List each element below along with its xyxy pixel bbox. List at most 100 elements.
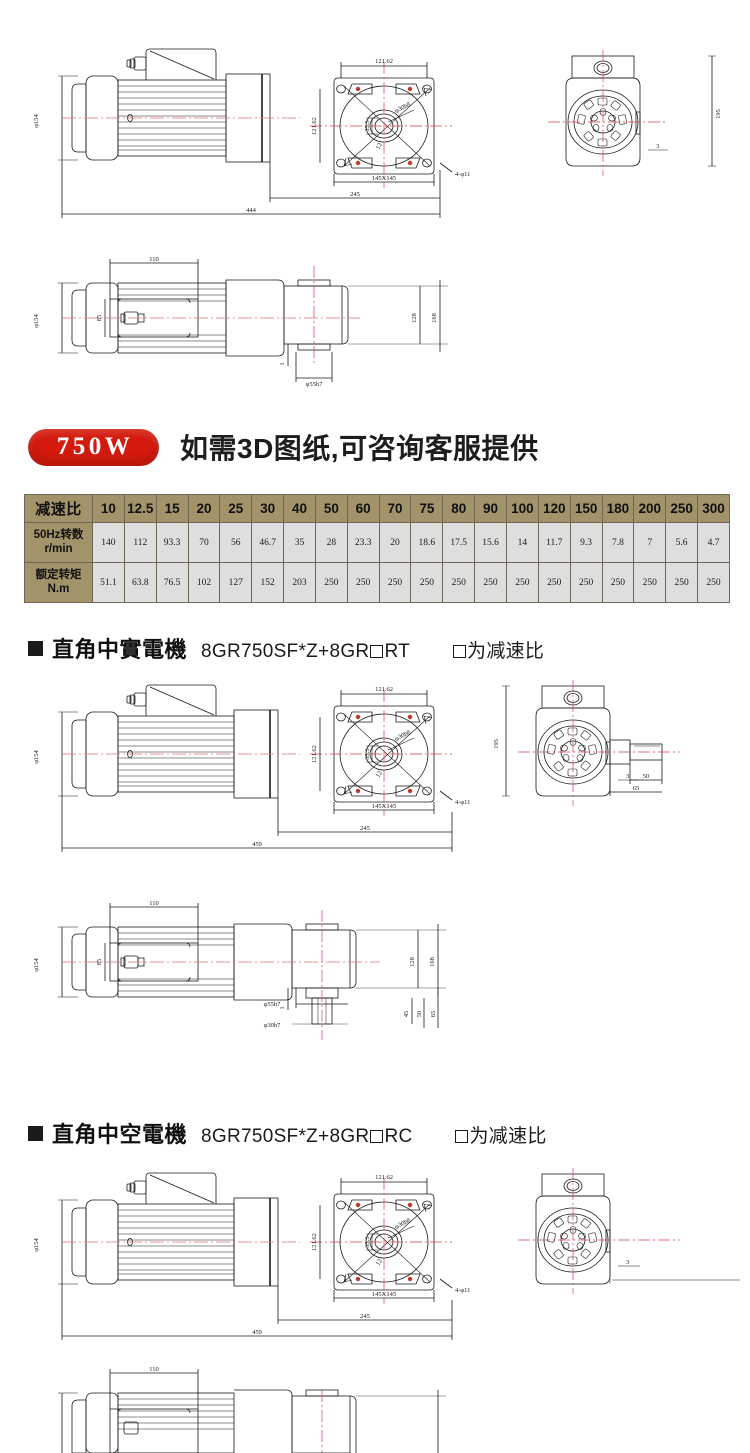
dim-holes-middle: 4-φ11 [455, 799, 470, 806]
col-header-ratio-value: 20 [187, 494, 221, 523]
dim-phi154-middle: φ154 [33, 750, 40, 764]
section-code-solid: 8GR750SF*Z+8GR RT [201, 641, 410, 663]
dim-bolt-span-h-top: 121.62 [375, 58, 393, 65]
dim-flange-square-middle: 145X145 [372, 803, 396, 810]
dim-step-top: 1 [279, 362, 286, 365]
dim-phi30h7-middle: φ30h7 [264, 1022, 282, 1029]
cell-speed: 9.3 [569, 522, 603, 563]
col-header-ratio-value: 90 [474, 494, 507, 523]
dim-459-middle: 459 [252, 841, 262, 848]
dim-phi154-bottomdwg: φ154 [33, 1238, 40, 1252]
dim-thickness-middle: 3 [626, 773, 629, 780]
row-header-torque: 额定转矩 N.m [24, 562, 93, 603]
row-header-speed-line1: 50Hz转数 [33, 528, 84, 541]
hollow-square-note-icon [453, 645, 467, 658]
dim-holes-bottomdwg: 4-φ11 [455, 1287, 470, 1294]
row-header-torque-line1: 额定转矩 [35, 568, 82, 581]
cell-torque: 250 [378, 562, 412, 603]
cell-speed: 14 [505, 522, 539, 563]
cell-torque: 51.1 [92, 562, 125, 603]
cell-torque: 250 [505, 562, 539, 603]
col-header-ratio: 减速比 [24, 494, 93, 523]
section-heading-solid: 直角中實電機 8GR750SF*Z+8GR RT 为减速比 [0, 632, 750, 664]
cell-torque: 250 [346, 562, 380, 603]
dim-245-middle: 245 [360, 825, 370, 832]
dim-65-middle: 65 [430, 1011, 437, 1018]
dim-phi154-top: φ154 [33, 114, 40, 128]
drawing-middle-svg: φ154 459 245 121.62 121.62 145X145 4-φ11… [33, 680, 680, 1040]
drawing-bottom: φ154 459 245 121.62 121.62 145X145 4-φ11… [0, 1160, 750, 1453]
dim-bolt-span-v-middle: 121.62 [311, 745, 318, 763]
dim-195-middle: 195 [493, 739, 500, 749]
dim-bolt-span-v-top: 121.62 [311, 117, 318, 135]
cell-speed: 28 [314, 522, 348, 563]
dim-168-top: 168 [431, 313, 438, 323]
dim-195-top: 195 [715, 109, 722, 119]
col-header-ratio-value: 75 [410, 494, 444, 523]
dim-diag-bottomdwg: 12 [375, 1258, 384, 1267]
dim-holes-top: 4-φ11 [455, 171, 470, 178]
cell-speed: 23.3 [346, 522, 380, 563]
cell-speed: 7.8 [601, 522, 635, 563]
cell-speed: 20 [378, 522, 412, 563]
dim-245-top: 245 [350, 191, 360, 198]
table-header-row: 减速比 10 12.5 15 20 25 30 40 50 60 70 75 8… [24, 494, 730, 523]
dim-110-middle: 110 [149, 900, 159, 907]
cell-speed: 112 [123, 522, 157, 563]
section-code-suffix-solid: RT [384, 641, 411, 662]
power-badge: 750W [28, 428, 159, 466]
cell-speed: 7 [633, 522, 667, 563]
dim-128-top: 128 [411, 313, 418, 323]
cell-torque: 203 [283, 562, 316, 603]
cell-speed: 5.6 [665, 522, 699, 563]
col-header-ratio-value: 12.5 [123, 494, 157, 523]
table-row-speed: 50Hz转数 r/min 140 112 93.3 70 56 46.7 35 … [24, 522, 730, 563]
col-header-ratio-value: 40 [283, 494, 316, 523]
section-note-solid: 为减速比 [452, 636, 544, 663]
dim-diag-top: 12 [375, 142, 384, 151]
dim-phi154-bottom-middle: φ154 [33, 958, 40, 972]
cell-torque: 250 [410, 562, 444, 603]
row-header-speed-line2: r/min [44, 542, 73, 555]
dim-110-bottomdwg: 110 [149, 1366, 159, 1373]
dim-110-top: 110 [149, 256, 159, 263]
col-header-ratio-value: 25 [219, 494, 253, 523]
cell-speed: 11.7 [537, 522, 571, 563]
dim-phi55h7-middle: φ55h7 [264, 1001, 282, 1008]
dim-bolt-span-h-middle: 121.62 [375, 686, 393, 693]
reduction-ratio-table: 减速比 10 12.5 15 20 25 30 40 50 60 70 75 8… [24, 494, 730, 603]
banner-note: 如需3D图纸,可咨询客服提供 [180, 433, 539, 464]
section-title-hollow: 直角中空電機 [52, 1122, 188, 1147]
dim-459-bottomdwg: 459 [252, 1329, 262, 1336]
col-header-ratio-value: 50 [314, 494, 348, 523]
square-bullet-icon [28, 1126, 43, 1141]
section-code-prefix-solid: 8GR750SF*Z+8GR [201, 641, 370, 662]
dim-245-bottomdwg: 245 [360, 1313, 370, 1320]
dim-85-middle: 85 [96, 959, 103, 966]
col-header-ratio-value: 150 [569, 494, 603, 523]
section-title-solid: 直角中實電機 [52, 637, 188, 662]
drawing-top: φ154 444 245 121.62 121.62 145X145 4-φ11… [0, 0, 750, 410]
hollow-square-icon [370, 1130, 384, 1143]
cell-torque: 250 [601, 562, 635, 603]
cell-torque: 250 [569, 562, 603, 603]
cell-speed: 35 [283, 522, 316, 563]
cell-speed: 17.5 [442, 522, 476, 563]
row-header-speed: 50Hz转数 r/min [24, 522, 93, 563]
dim-step-middle: 1 [279, 1006, 286, 1009]
col-header-ratio-value: 80 [442, 494, 476, 523]
dim-flange-square-bottomdwg: 145X145 [372, 1291, 396, 1298]
cell-torque: 250 [474, 562, 507, 603]
col-header-ratio-value: 300 [697, 494, 730, 523]
cell-speed: 93.3 [155, 522, 189, 563]
dim-thickness-bottomdwg: 3 [626, 1259, 629, 1266]
row-header-torque-line2: N.m [47, 582, 70, 595]
dim-key-bottomdwg: 33.3 [364, 1236, 371, 1247]
cell-torque: 250 [633, 562, 667, 603]
dim-bolt-span-h-bottomdwg: 121.62 [375, 1174, 393, 1181]
col-header-ratio-value: 15 [155, 494, 189, 523]
cell-torque: 250 [537, 562, 571, 603]
cell-speed: 56 [219, 522, 253, 563]
